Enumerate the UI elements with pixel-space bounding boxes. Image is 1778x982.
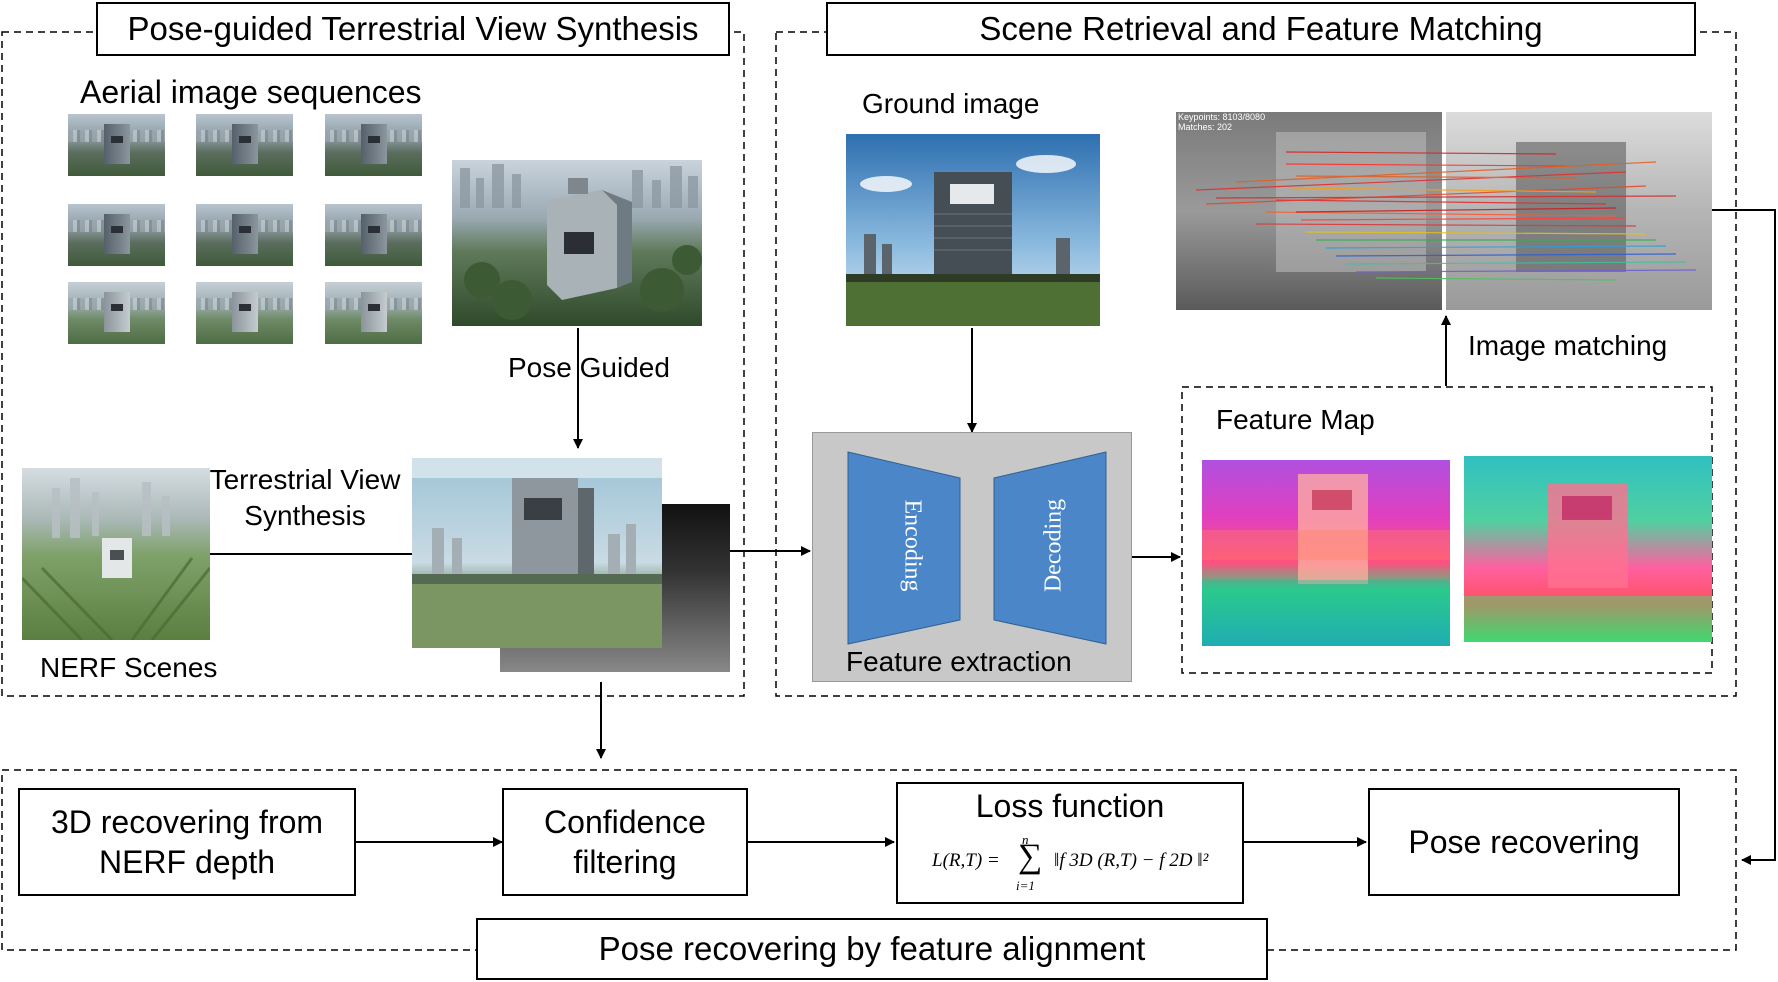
recover-3d-line1: 3D recovering from bbox=[50, 804, 324, 840]
terrestrial-synthesis-label-line1: Terrestrial View bbox=[209, 464, 401, 495]
terrestrial-synthesis-label-line2: Synthesis bbox=[244, 500, 366, 531]
ground-image bbox=[846, 134, 1100, 326]
sigma-symbol: ∑ bbox=[1018, 838, 1043, 875]
aerial-thumbnail bbox=[325, 204, 422, 266]
aerial-sequences-label: Aerial image sequences bbox=[80, 74, 422, 110]
alignment-frame bbox=[1, 769, 1737, 951]
matching-to-pose-connector bbox=[1712, 209, 1776, 865]
encoder-shape bbox=[847, 451, 961, 645]
aerial-thumbnail bbox=[68, 114, 165, 176]
loss-formula-lhs: L(R,T) = bbox=[932, 850, 1000, 871]
loss-formula-rhs: ‖f 3D (R,T) − f 2D ‖² bbox=[1054, 850, 1209, 871]
nerf-scene-image bbox=[22, 468, 210, 640]
loss-sum-upper: n bbox=[1022, 832, 1029, 847]
confidence-filtering-box: Confidence filtering bbox=[502, 788, 748, 896]
encoder-decoder-shapes bbox=[847, 451, 1107, 645]
view-synthesis-title: Pose-guided Terrestrial View Synthesis bbox=[96, 2, 730, 56]
alignment-title: Pose recovering by feature alignment bbox=[476, 918, 1268, 980]
pose-recovering-label: Pose recovering bbox=[1408, 824, 1640, 860]
aerial-thumbnail bbox=[325, 282, 422, 344]
recover-3d-line2: NERF depth bbox=[98, 844, 276, 880]
confidence-line2: filtering bbox=[573, 844, 677, 880]
matches-text: Matches: 202 bbox=[1178, 122, 1232, 132]
aerial-thumbnail bbox=[196, 204, 293, 266]
loss-function-title: Loss function bbox=[975, 788, 1165, 824]
synthesized-view-image bbox=[412, 458, 662, 648]
pose-recovering-box: Pose recovering bbox=[1368, 788, 1680, 896]
match-lines bbox=[1195, 151, 1697, 281]
pose-guided-label: Pose Guided bbox=[508, 352, 670, 383]
retrieval-title: Scene Retrieval and Feature Matching bbox=[826, 2, 1696, 56]
aerial-thumbnail bbox=[196, 282, 293, 344]
decoding-label: Decoding bbox=[1040, 498, 1067, 593]
confidence-line1: Confidence bbox=[544, 804, 706, 840]
feature-map-image-2 bbox=[1464, 456, 1712, 642]
loss-function-box: Loss function L(R,T) = n ∑ i=1 ‖f 3D (R,… bbox=[896, 782, 1244, 904]
view-synthesis-frame bbox=[1, 31, 745, 697]
recover-3d-box: 3D recovering from NERF depth bbox=[18, 788, 356, 896]
aerial-thumbnail bbox=[68, 282, 165, 344]
aerial-thumbnail bbox=[196, 114, 293, 176]
encoding-label: Encoding bbox=[899, 499, 926, 592]
aerial-thumbnail bbox=[325, 114, 422, 176]
feature-extraction-label: Feature extraction bbox=[846, 646, 1072, 677]
nerf-scenes-label: NERF Scenes bbox=[40, 652, 218, 683]
feature-map-frame bbox=[1181, 386, 1713, 674]
aerial-view-image bbox=[452, 160, 702, 326]
ground-image-label: Ground image bbox=[862, 88, 1040, 119]
feature-map-label: Feature Map bbox=[1216, 404, 1375, 435]
loss-sum-lower: i=1 bbox=[1016, 878, 1035, 893]
decoder-shape bbox=[993, 451, 1107, 645]
image-matching-label: Image matching bbox=[1468, 330, 1668, 361]
feature-map-image-1 bbox=[1202, 460, 1450, 646]
aerial-thumbnail bbox=[68, 204, 165, 266]
image-matching-visualization: Keypoints: 8103/8080 Matches: 202 bbox=[1176, 112, 1712, 310]
keypoints-text: Keypoints: 8103/8080 bbox=[1178, 112, 1265, 122]
